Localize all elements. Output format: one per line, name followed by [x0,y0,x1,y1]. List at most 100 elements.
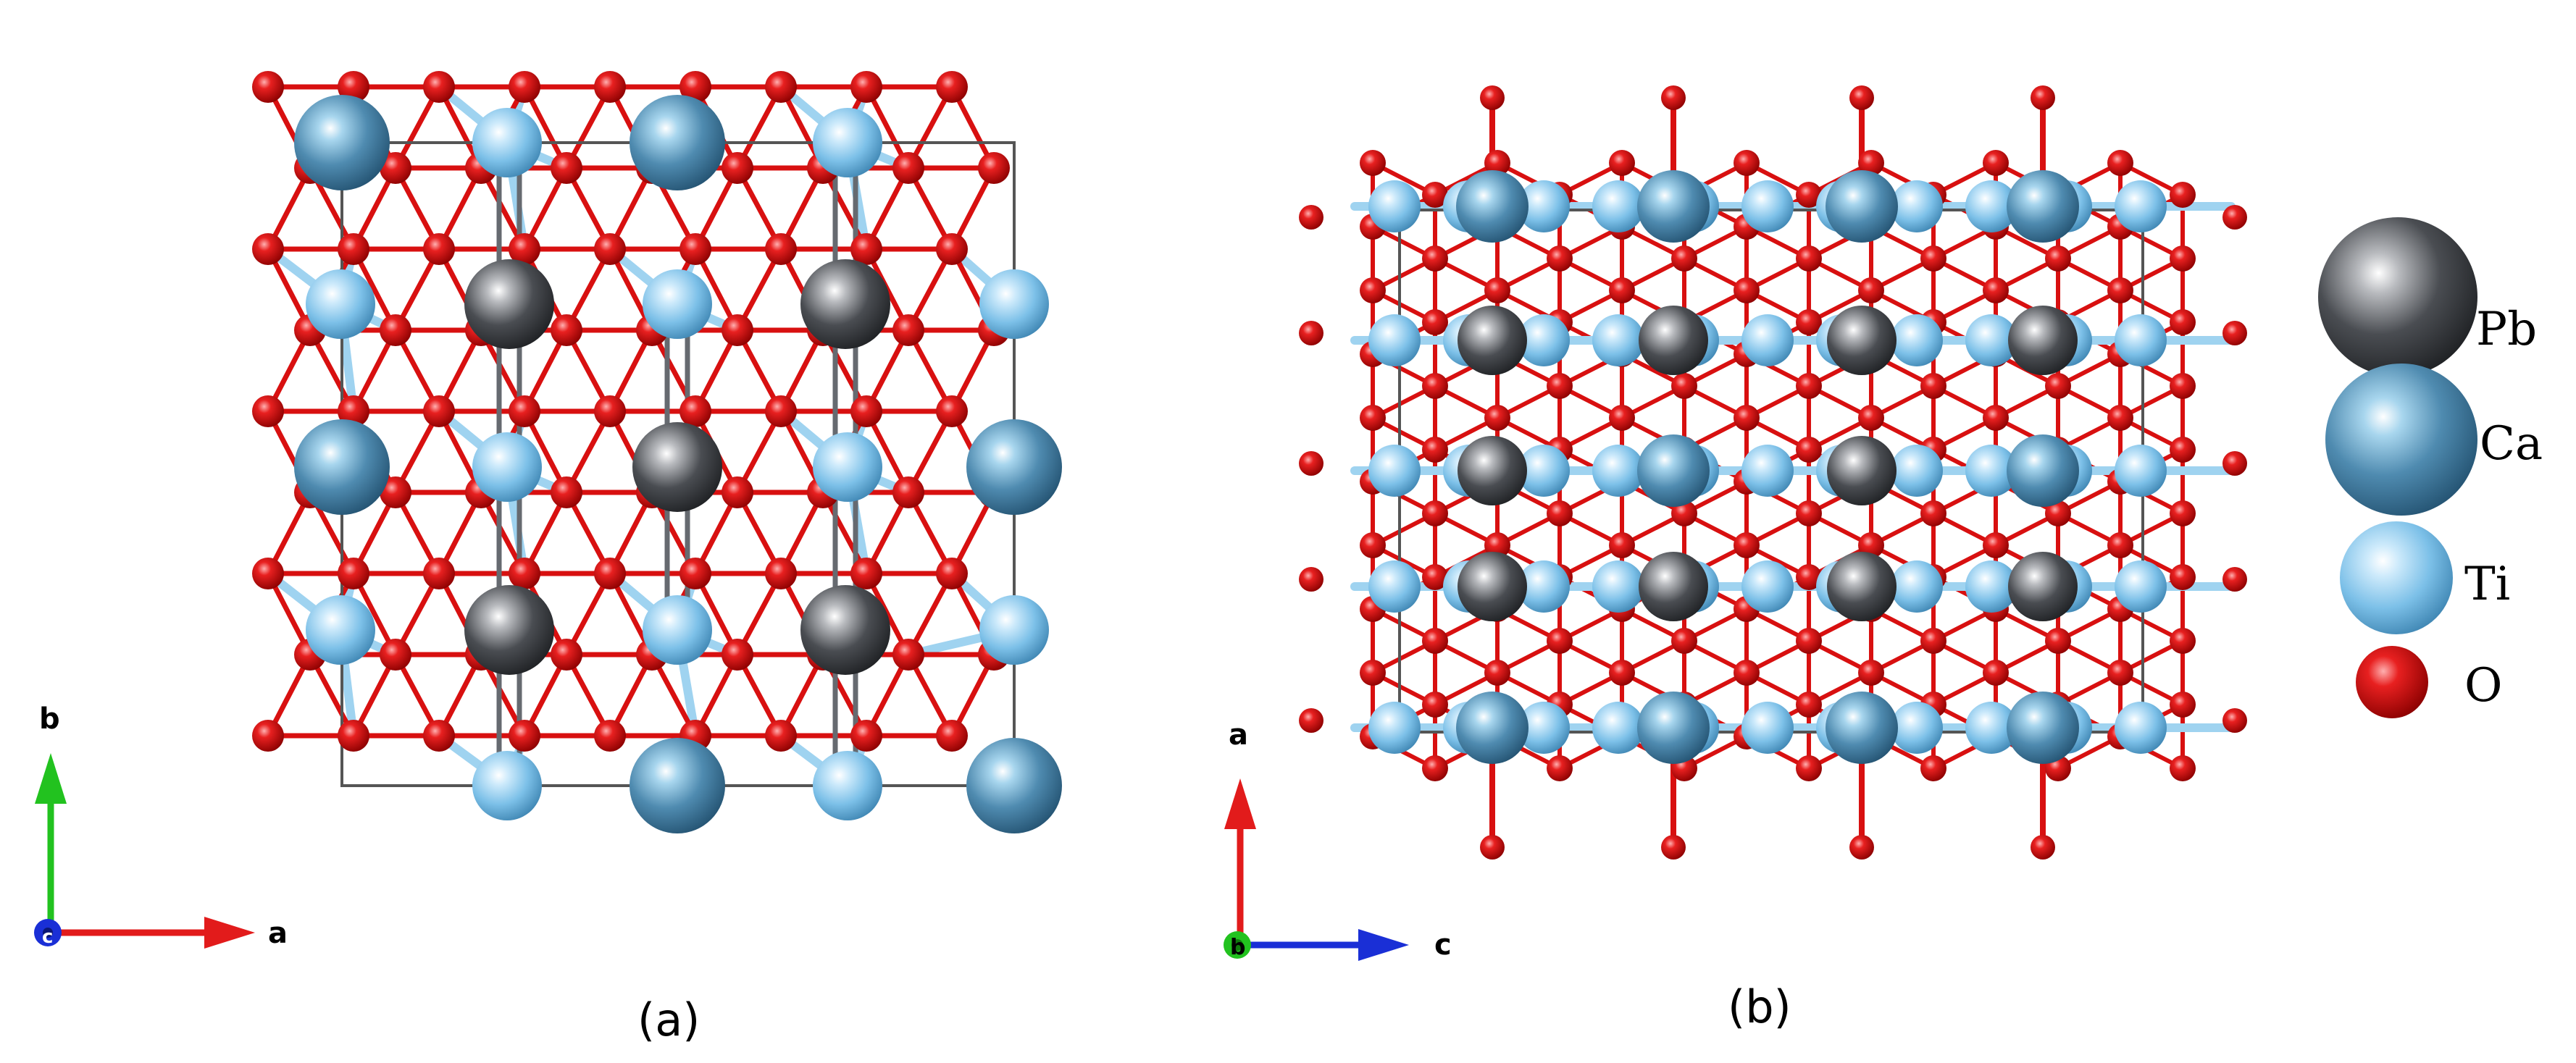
o-atom [509,558,540,589]
o-atom [1547,755,1573,781]
o-atom [1422,755,1448,781]
panel-b-atoms [1299,85,2247,860]
ca-atom [1637,692,1710,764]
o-atom [765,558,797,589]
o-atom [1734,532,1760,558]
o-atom [936,720,968,752]
o-atom [722,314,753,346]
o-atom [380,314,411,346]
ti-atom [1741,314,1794,366]
o-atom [2107,150,2133,176]
ti-atom [2115,445,2167,497]
o-atom [1849,835,1874,860]
pb-atom [632,422,722,512]
o-atom [765,71,797,103]
ti-atom [2115,560,2167,613]
o-atom [252,233,284,265]
pb-atom [1458,306,1527,375]
o-atom [380,639,411,671]
panel-b-axis-out-of-plane-label: b [1230,935,1245,960]
o-atom [722,152,753,184]
o-atom [850,558,882,589]
o-atom [1422,500,1448,526]
o-atom [1609,405,1635,431]
ti-atom [472,751,542,820]
o-atom [722,639,753,671]
o-atom [338,233,369,265]
pb-atom [1458,436,1527,505]
panel-b-axis-horizontal-label: c [1434,928,1452,962]
pb-atom [2008,552,2078,621]
ti-atom [1592,560,1644,613]
pb-atom [2008,306,2078,375]
o-atom [1796,500,1822,526]
ca-atom [294,95,390,190]
o-atom [1422,309,1448,335]
o-atom [2222,708,2247,733]
o-atom [2222,321,2247,345]
panel-b-axis-triad [1224,778,1409,961]
panel-a-axis-out-of-plane-label: c [42,926,53,948]
ti-atom [306,595,375,665]
o-atom [2170,692,2196,718]
panel-a-bonds [264,83,1019,790]
o-atom [1849,85,1874,110]
o-atom [936,233,968,265]
o-atom [252,558,284,589]
ca-atom [630,738,725,833]
o-atom [2222,451,2247,476]
ca-atom [630,95,725,190]
ca-atom [1826,170,1898,243]
o-atom [423,395,455,427]
o-atom [1360,660,1386,686]
o-atom [936,71,968,103]
o-atom [1484,150,1510,176]
o-atom [1547,245,1573,272]
ti-atom [1518,314,1570,366]
ti-atom [979,595,1049,665]
pb-atom [464,259,554,349]
o-atom [1734,660,1760,686]
o-atom [936,558,968,589]
o-atom [1920,373,1946,399]
o-atom [1796,628,1822,654]
o-atom [1734,277,1760,303]
pb-atom [1458,552,1527,621]
o-atom [1422,245,1448,272]
panel-b-axis-vertical-label: a [1229,718,1248,752]
ti-atom [813,751,882,820]
pb-atom [464,585,554,675]
o-atom [2170,437,2196,463]
ca-atom [294,419,390,515]
o-atom [1671,500,1697,526]
o-atom [1983,277,2009,303]
o-atom [594,720,626,752]
ca-atom [1826,692,1898,764]
o-atom [1920,628,1946,654]
o-atom [1920,245,1946,272]
ti-atom [1741,180,1794,232]
panel-a: b a c (a) [34,71,1062,1046]
ti-atom [643,595,712,665]
o-atom [765,395,797,427]
o-atom [1796,755,1822,781]
o-atom [850,720,882,752]
o-atom [1299,321,1323,345]
o-atom [2031,835,2055,860]
ti-atom [1965,180,2017,232]
o-atom [551,314,582,346]
ti-atom [1965,560,2017,613]
ti-atom [1965,702,2017,754]
o-atom [2107,660,2133,686]
ti-atom [643,269,712,339]
pb-atom [800,259,890,349]
o-atom [1422,692,1448,718]
o-atom [423,233,455,265]
o-atom [1983,150,2009,176]
o-atom [252,720,284,752]
o-atom [1983,405,2009,431]
o-atom [2107,532,2133,558]
ti-atom [1741,702,1794,754]
legend-ti-label: Ti [2464,558,2510,611]
